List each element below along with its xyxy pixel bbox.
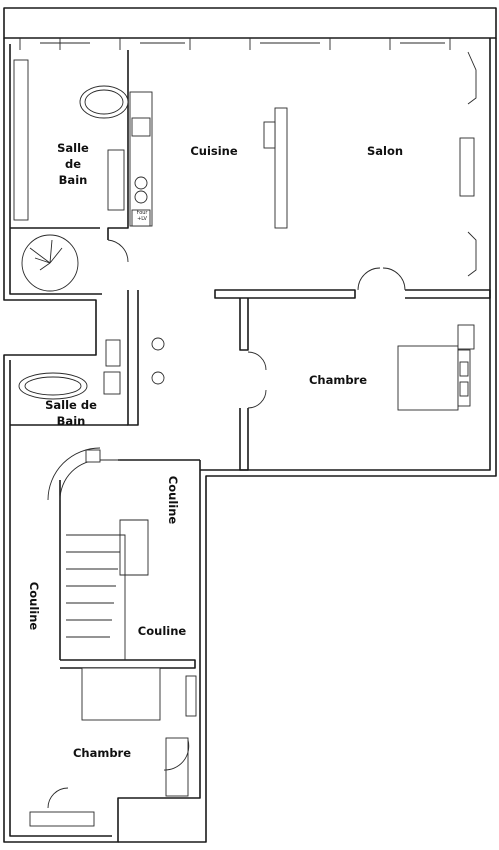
label-line: Salle [57, 141, 89, 155]
label-line: de [64, 157, 82, 171]
room-label-couline-left: Couline [27, 581, 41, 631]
chambre-2-fixtures [29, 667, 197, 827]
room-label-chambre-2: Chambre [72, 746, 132, 760]
interior-walls [10, 50, 491, 669]
chambre-1-fixtures [247, 324, 475, 411]
label-line: Bain [58, 173, 88, 187]
appliance-label: Four +LV [131, 210, 153, 222]
staircase [47, 447, 149, 660]
room-label-couline-small: Couline [137, 624, 187, 638]
room-label-salon: Salon [366, 144, 404, 158]
bathroom-1-fixtures [13, 59, 129, 292]
room-label-salle-de-bain-2: Salle de Bain [38, 397, 104, 429]
label-line: Salle de [45, 398, 97, 412]
appliance-line: +LV [137, 216, 147, 222]
bathroom-2-fixtures [18, 337, 165, 400]
room-label-couline-right: Couline [166, 475, 180, 525]
outer-walls [3, 7, 497, 843]
label-line: Bain [56, 414, 86, 428]
room-label-chambre-1: Chambre [308, 373, 368, 387]
salon-fixtures [357, 51, 477, 291]
room-label-cuisine: Cuisine [190, 144, 238, 158]
room-label-salle-de-bain-1: Salle de Bain [48, 140, 98, 188]
appliance-line: Four [136, 210, 148, 216]
kitchen-fixtures [107, 91, 288, 229]
